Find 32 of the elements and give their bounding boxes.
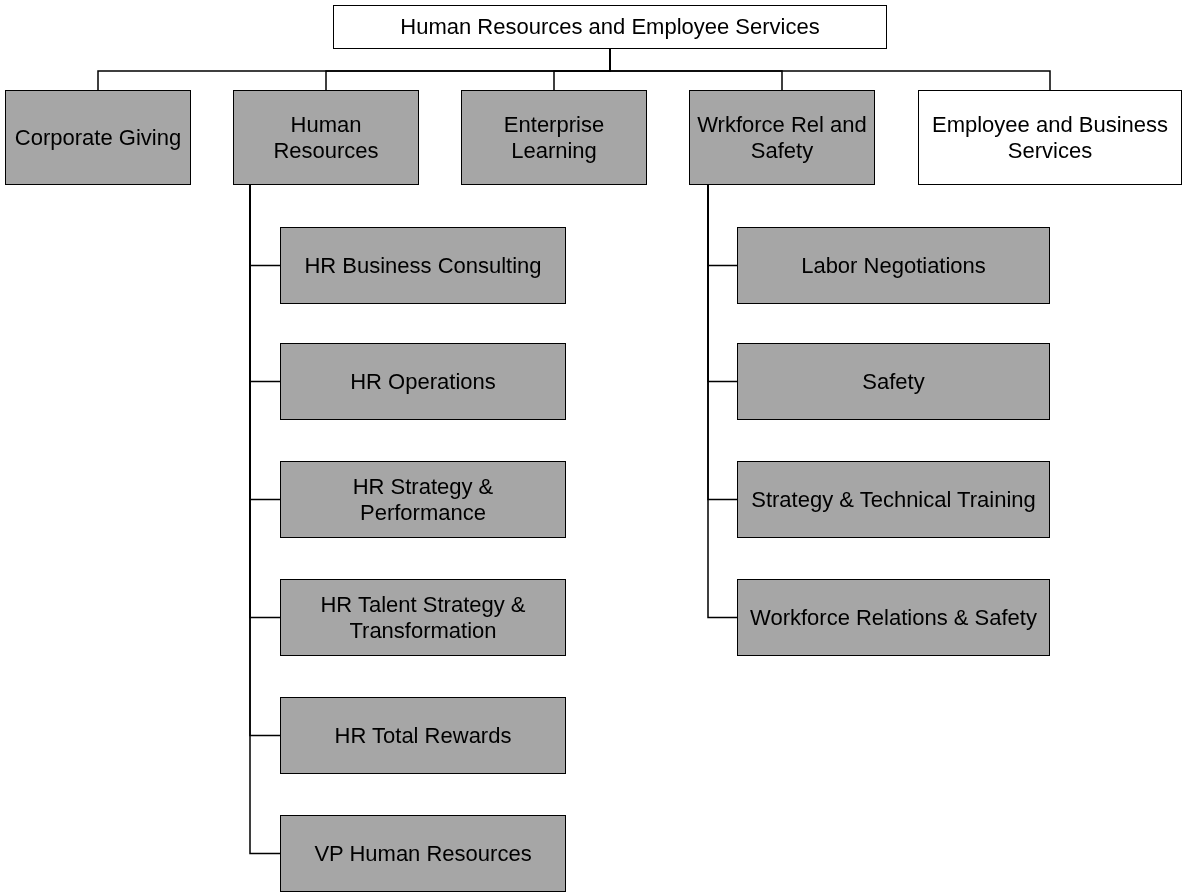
- unit-box: [737, 343, 1050, 420]
- unit-box: [280, 815, 566, 892]
- unit-name: Human Resources: [272, 112, 380, 163]
- unit-name: Workforce Relations & Safety: [750, 604, 1037, 631]
- unit-name: Labor Negotiations: [801, 252, 986, 279]
- unit-box: [280, 579, 566, 656]
- unit-name: VP Human Resources: [314, 840, 532, 867]
- unit-box: [461, 90, 647, 185]
- unit-name: Human Resources and Employee Services: [400, 14, 820, 40]
- unit-box: [233, 90, 419, 185]
- unit-name: HR Total Rewards: [334, 722, 512, 749]
- unit-box: [737, 579, 1050, 656]
- unit-box: [280, 227, 566, 304]
- unit-box: [737, 227, 1050, 304]
- unit-box: [689, 90, 875, 185]
- unit-box: [280, 697, 566, 774]
- unit-box: [280, 343, 566, 420]
- unit-box: [280, 461, 566, 538]
- unit-name: Safety: [862, 368, 925, 395]
- unit-name: Strategy & Technical Training: [751, 486, 1036, 513]
- unit-box: [737, 461, 1050, 538]
- department-box: [333, 5, 887, 49]
- unit-name: Corporate Giving: [14, 124, 182, 151]
- unit-name: Employee and Business Services: [931, 112, 1169, 163]
- unit-name: HR Business Consulting: [304, 252, 542, 279]
- unit-box: [5, 90, 191, 185]
- unit-box: [918, 90, 1182, 185]
- unit-name: Wrkforce Rel and Safety: [696, 112, 868, 163]
- unit-name: HR Talent Strategy & Transformation: [319, 592, 527, 643]
- unit-name: Enterprise Learning: [502, 112, 606, 163]
- unit-name: HR Strategy & Performance: [351, 474, 495, 525]
- unit-name: HR Operations: [350, 368, 496, 395]
